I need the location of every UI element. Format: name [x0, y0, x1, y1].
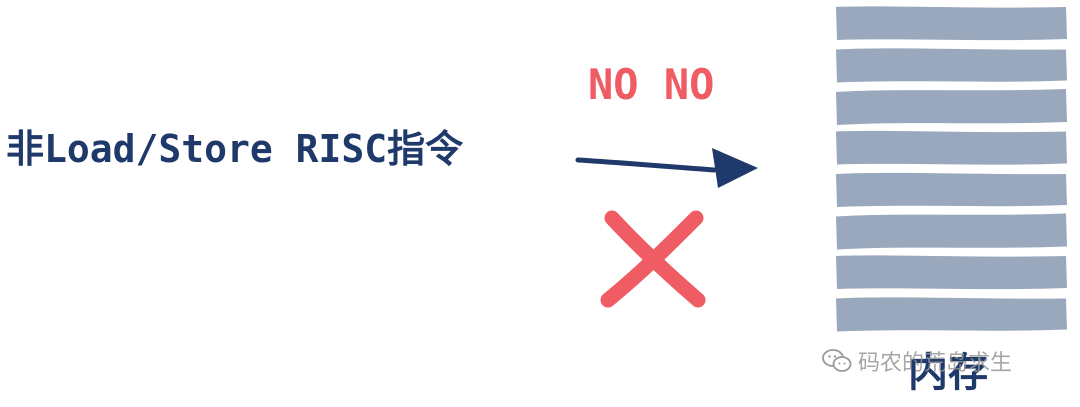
memory-label: 内存 [908, 349, 988, 396]
memory-row [836, 213, 1067, 250]
memory-row [836, 130, 1067, 165]
memory-row [836, 172, 1067, 207]
instruction-label: 非Load/Store RISC指令 [6, 127, 464, 171]
no-no-label: NO NO [588, 60, 715, 109]
memory-row [836, 255, 1067, 290]
wechat-icon [822, 349, 852, 372]
memory-block [836, 6, 1067, 332]
memory-row [836, 297, 1067, 332]
watermark-text: 码农的荒岛求生 [858, 351, 1013, 376]
right-arrow-icon [575, 148, 758, 188]
memory-row [836, 89, 1067, 125]
cross-icon [600, 210, 706, 308]
watermark: 码农的荒岛求生 [822, 345, 1012, 377]
memory-row [836, 6, 1067, 41]
memory-row [836, 48, 1067, 83]
